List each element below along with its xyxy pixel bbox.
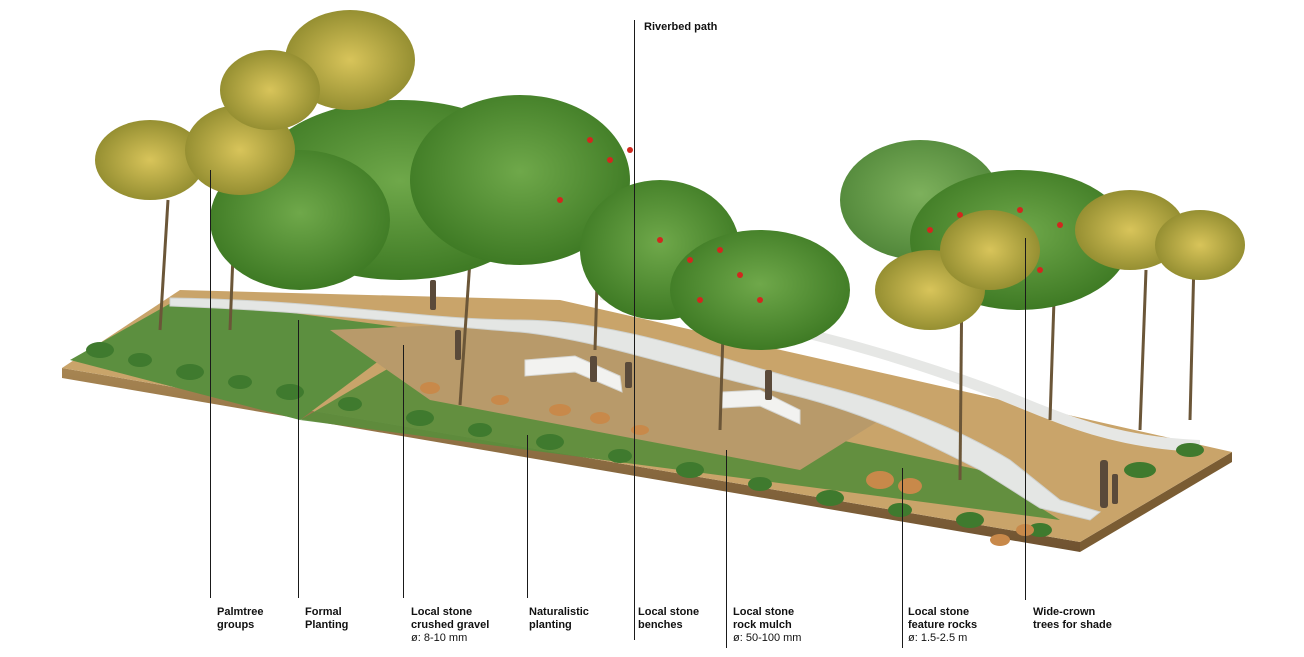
leader-formal: [298, 320, 299, 598]
feature-rocks: [420, 382, 1034, 546]
leader-gravel: [403, 345, 404, 598]
label-naturalistic-planting: Naturalistic planting: [529, 606, 589, 631]
gravel-area: [330, 320, 880, 470]
people: [430, 280, 1118, 508]
label-formal-planting: Formal Planting: [305, 606, 349, 631]
label-wide-crown-trees: Wide-crown trees for shade: [1033, 606, 1112, 631]
leader-widecrown: [1025, 238, 1026, 600]
label-rock-mulch: Local stone rock mulch ø: 50-100 mm: [733, 606, 802, 644]
label-riverbed-path: Riverbed path: [644, 21, 718, 33]
leader-riverbed-path: [634, 20, 635, 640]
label-palmtree-groups: Palmtree groups: [217, 606, 264, 631]
palm-crowns: [95, 10, 1245, 330]
riverbed-path: [169, 297, 1102, 521]
leader-palmtree: [210, 170, 211, 598]
label-feature-rocks: Local stone feature rocks ø: 1.5-2.5 m: [908, 606, 978, 644]
leader-natural: [527, 435, 528, 598]
leader-mulch: [726, 450, 727, 648]
ground-slab-side-right: [1080, 452, 1232, 552]
planting-band-left: [70, 298, 420, 420]
label-stone-benches: Local stone benches: [638, 606, 700, 631]
leader-feature: [902, 468, 903, 648]
grass-tufts: [86, 342, 1204, 537]
label-crushed-gravel: Local stone crushed gravel ø: 8-10 mm: [411, 606, 490, 644]
